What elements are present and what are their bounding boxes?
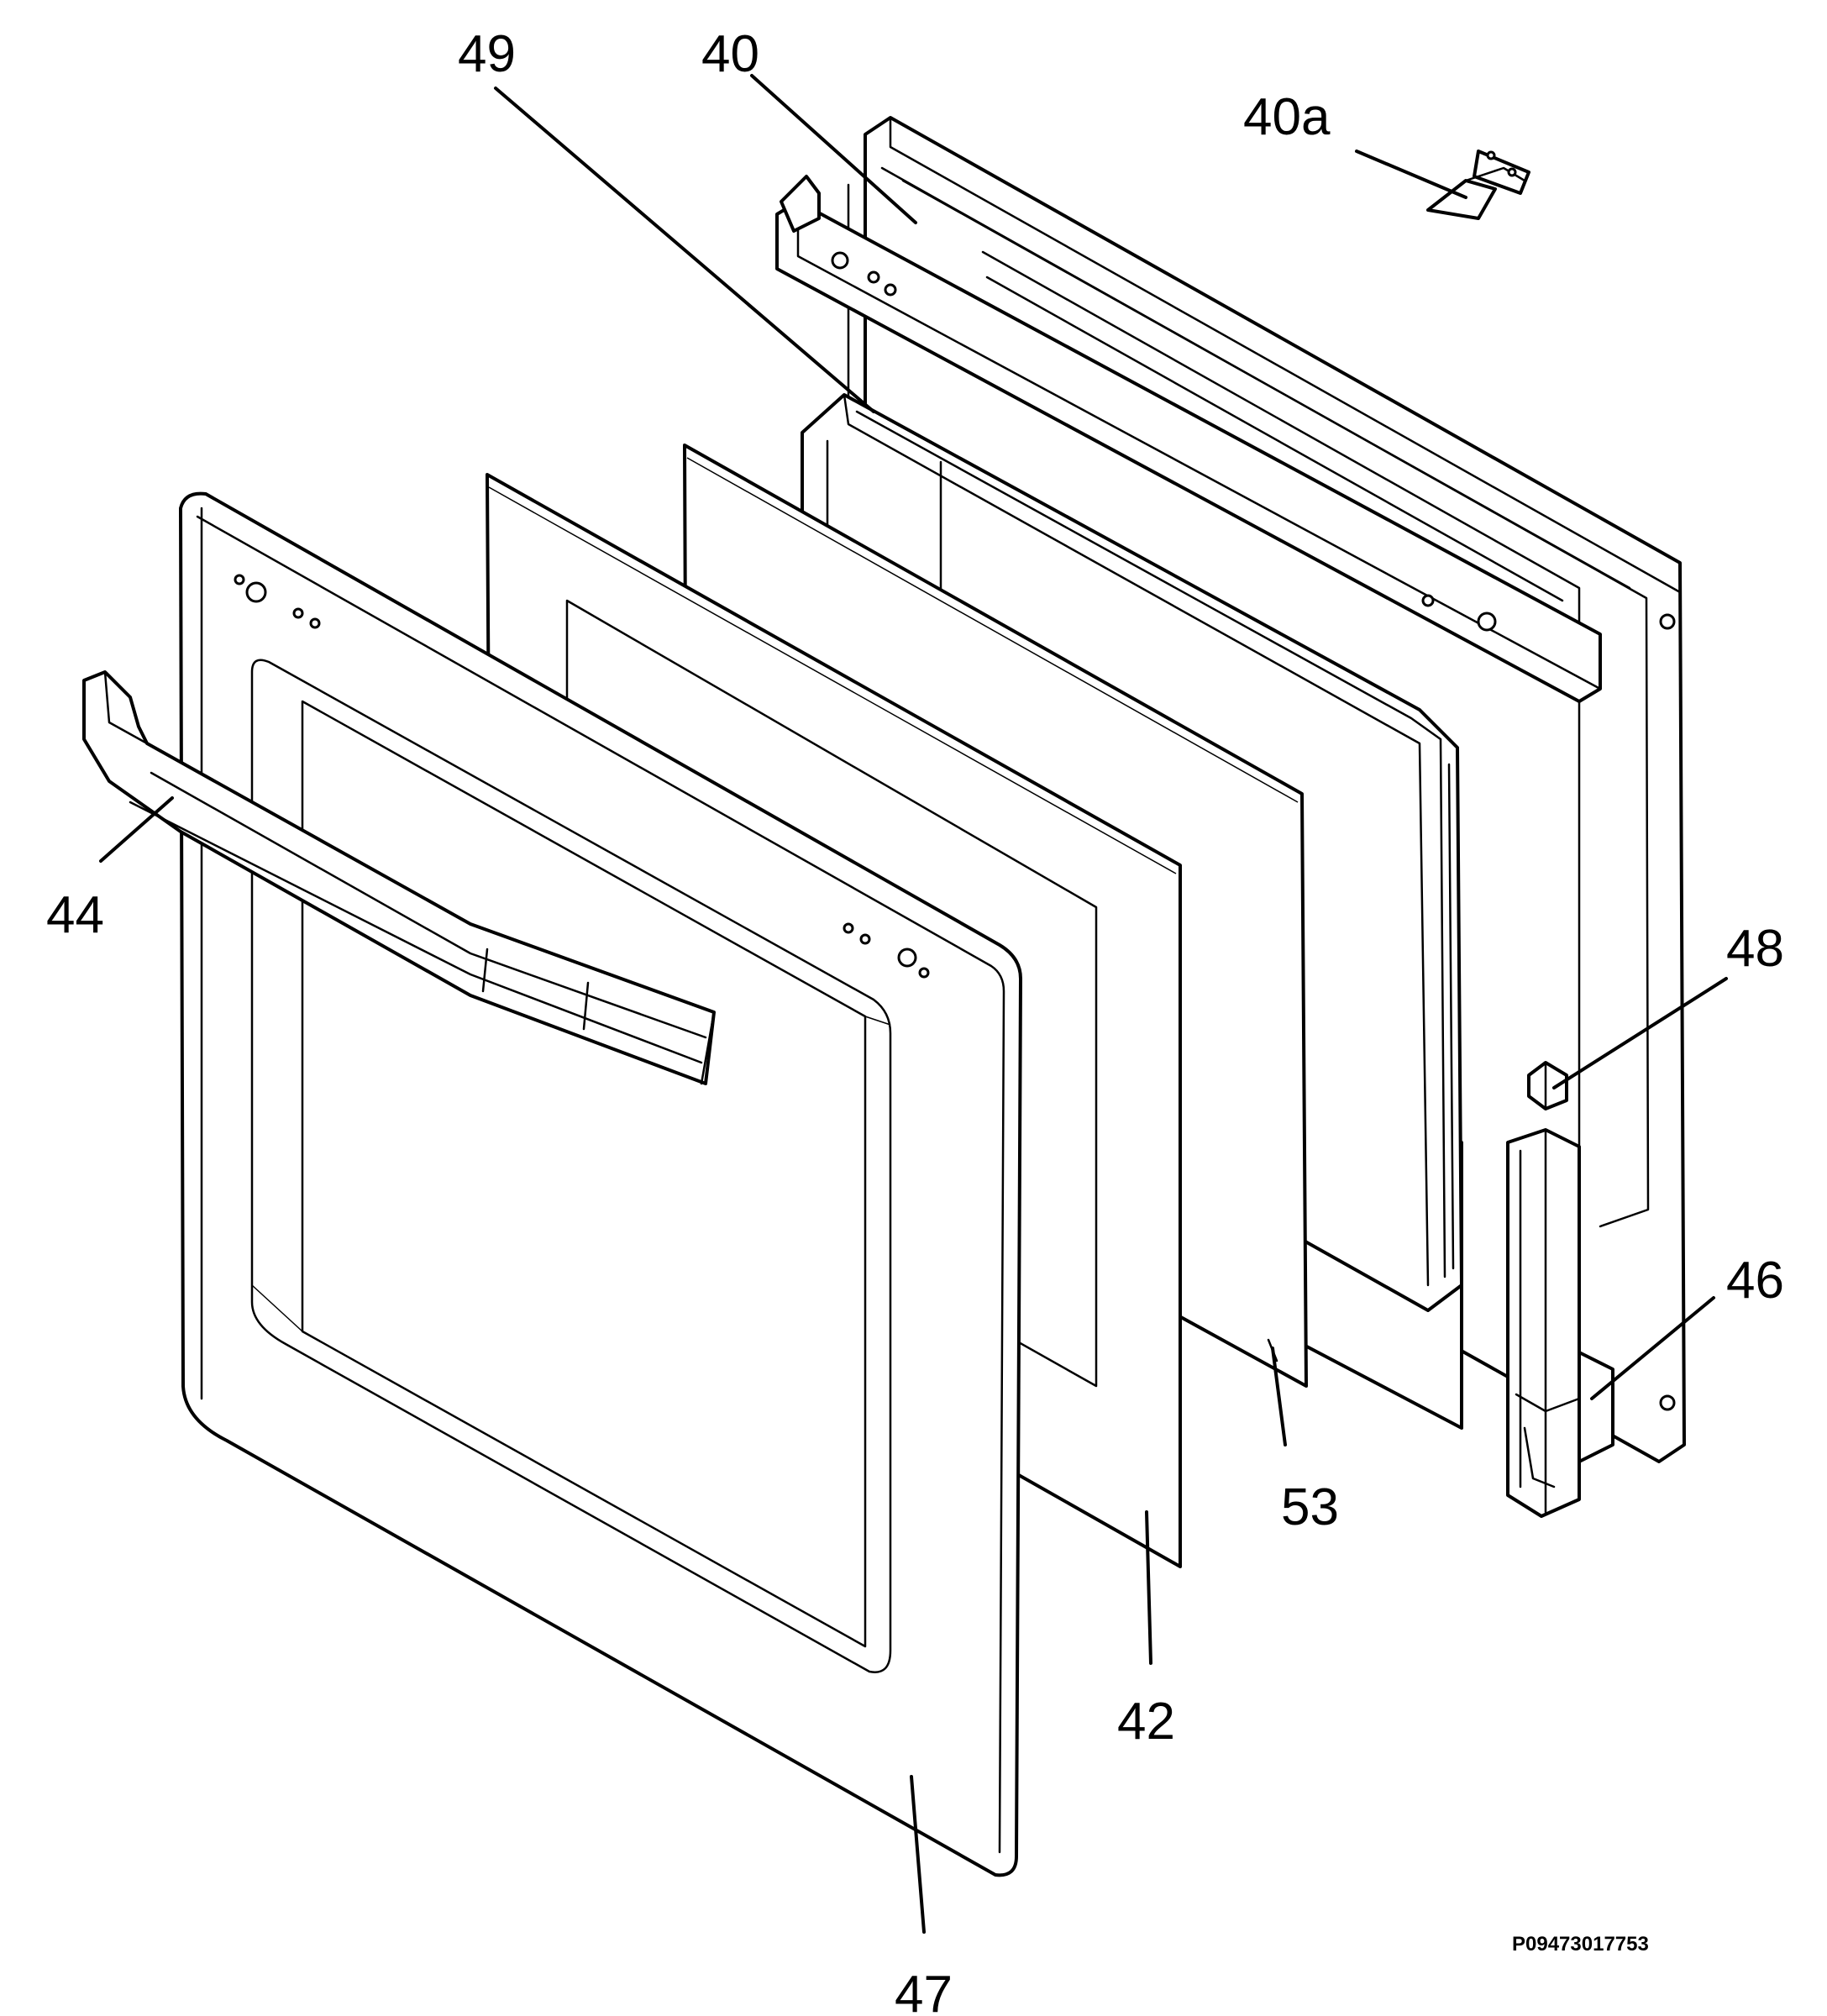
callout-46: 46 <box>1726 1252 1784 1310</box>
callout-47: 47 <box>895 1966 953 2016</box>
part-40a-clip <box>1426 150 1530 220</box>
callout-49: 49 <box>458 25 516 83</box>
part-48-clip <box>1527 1061 1568 1110</box>
callout-53: 53 <box>1281 1478 1339 1536</box>
callout-44: 44 <box>46 886 104 944</box>
callout-40: 40 <box>701 25 759 83</box>
callout-48: 48 <box>1726 920 1784 978</box>
callout-40a: 40a <box>1243 88 1331 146</box>
drawing-reference-code: P09473017753 <box>1512 1933 1649 1956</box>
callout-42: 42 <box>1117 1693 1175 1751</box>
leader-lines <box>99 74 1728 1934</box>
callout-labels: 49 40 40a 44 48 46 53 42 47 <box>46 25 1784 2016</box>
part-46-hinge <box>1506 1128 1614 1518</box>
part-44-door-handle <box>82 670 716 1085</box>
part-47-outer-door-panel <box>179 491 1022 1877</box>
